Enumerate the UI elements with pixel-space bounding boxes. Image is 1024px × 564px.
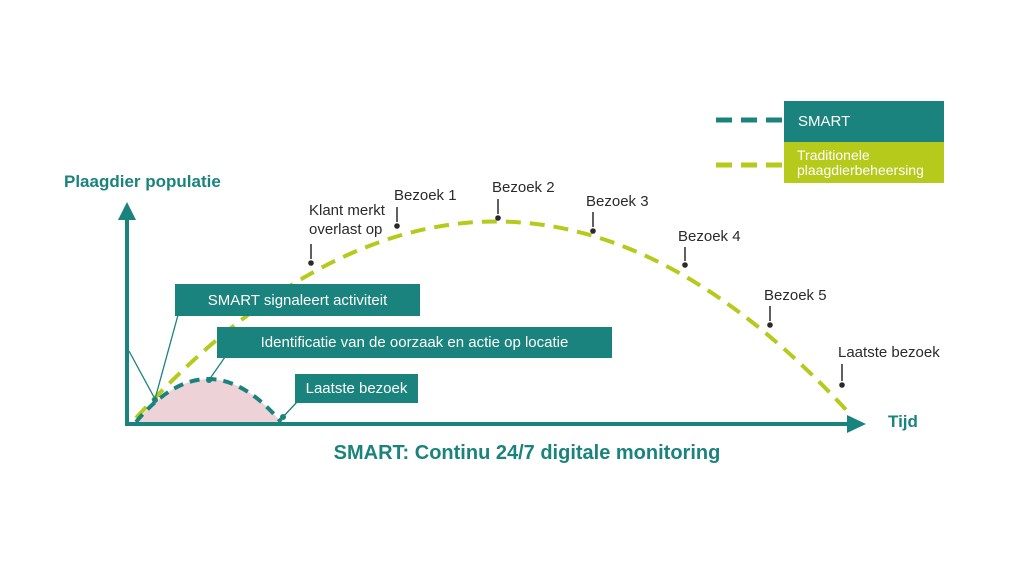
annotation-visit-1: Bezoek 1 <box>394 187 457 204</box>
visit5-point <box>767 322 773 328</box>
smart-curve-fill <box>136 379 281 422</box>
lastvisit-point <box>839 382 845 388</box>
annotation-visit-2: Bezoek 2 <box>492 179 555 196</box>
customer-point <box>308 260 314 266</box>
identify-pointer-line <box>208 356 226 381</box>
visit3-point <box>590 228 596 234</box>
visit4-point <box>682 262 688 268</box>
signal-pointer-line-2 <box>128 350 156 400</box>
x-axis-label: Tijd <box>888 412 918 431</box>
callout-smart-signal: SMART signaleert activiteit <box>175 284 420 316</box>
callout-identify: Identificatie van de oorzaak en actie op… <box>217 327 612 358</box>
identify-point <box>206 377 212 383</box>
visit2-point <box>495 215 501 221</box>
annotation-last-visit: Laatste bezoek <box>838 344 940 361</box>
smart-lastvisit-point <box>280 414 286 420</box>
callout-last-visit: Laatste bezoek <box>295 374 418 403</box>
traditional-curve <box>134 219 852 420</box>
legend-item-smart: SMART <box>784 101 944 142</box>
annotation-visit-5: Bezoek 5 <box>764 287 827 304</box>
y-axis-label: Plaagdier populatie <box>64 172 221 191</box>
signal-pointer-line <box>154 314 179 400</box>
annotation-visit-4: Bezoek 4 <box>678 228 741 245</box>
chart-title: SMART: Continu 24/7 digitale monitoring <box>333 442 721 464</box>
x-axis-arrow-icon <box>847 415 866 433</box>
smart-lastvisit-pointer-line <box>282 401 298 418</box>
annotation-customer-notice: Klant merkt overlast op <box>309 202 385 238</box>
y-axis-arrow-icon <box>118 202 136 220</box>
annotation-visit-3: Bezoek 3 <box>586 193 649 210</box>
legend-item-traditional: Traditionele plaagdierbeheersing <box>784 142 944 183</box>
visit1-point <box>394 223 400 229</box>
legend: SMART Traditionele plaagdierbeheersing <box>784 101 944 183</box>
signal-point <box>152 397 158 403</box>
